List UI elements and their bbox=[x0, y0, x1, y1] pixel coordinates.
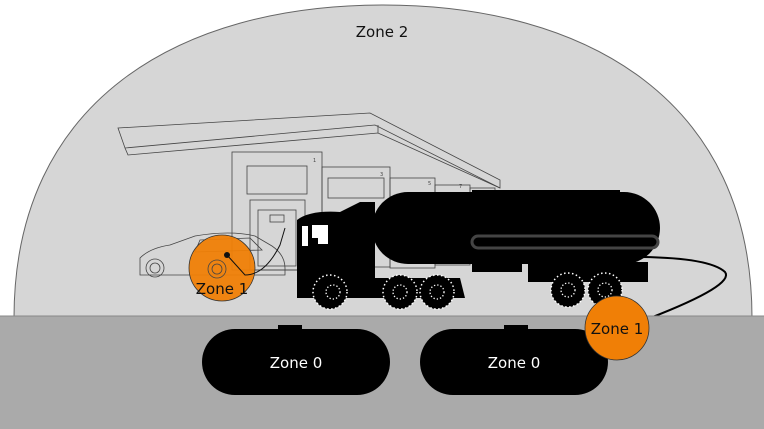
zone2-label: Zone 2 bbox=[356, 23, 409, 41]
pump-number: 7 bbox=[459, 184, 462, 190]
pump-numbers: 1 3 5 7 bbox=[313, 158, 462, 190]
pump-number: 1 bbox=[313, 158, 316, 164]
zone0-right-label: Zone 0 bbox=[488, 354, 541, 372]
underground-tank-right: Zone 0 bbox=[420, 325, 608, 395]
truck-wheels bbox=[312, 272, 623, 310]
tanker-truck bbox=[297, 190, 728, 319]
zone1-car-label: Zone 1 bbox=[196, 280, 249, 298]
underground-tank-left: Zone 0 bbox=[202, 325, 390, 395]
pump-number: 5 bbox=[428, 181, 431, 187]
zone0-left-label: Zone 0 bbox=[270, 354, 323, 372]
zone1-hose-label: Zone 1 bbox=[591, 320, 644, 338]
pump-number: 3 bbox=[380, 172, 383, 178]
zone1-hose-area bbox=[584, 295, 650, 361]
